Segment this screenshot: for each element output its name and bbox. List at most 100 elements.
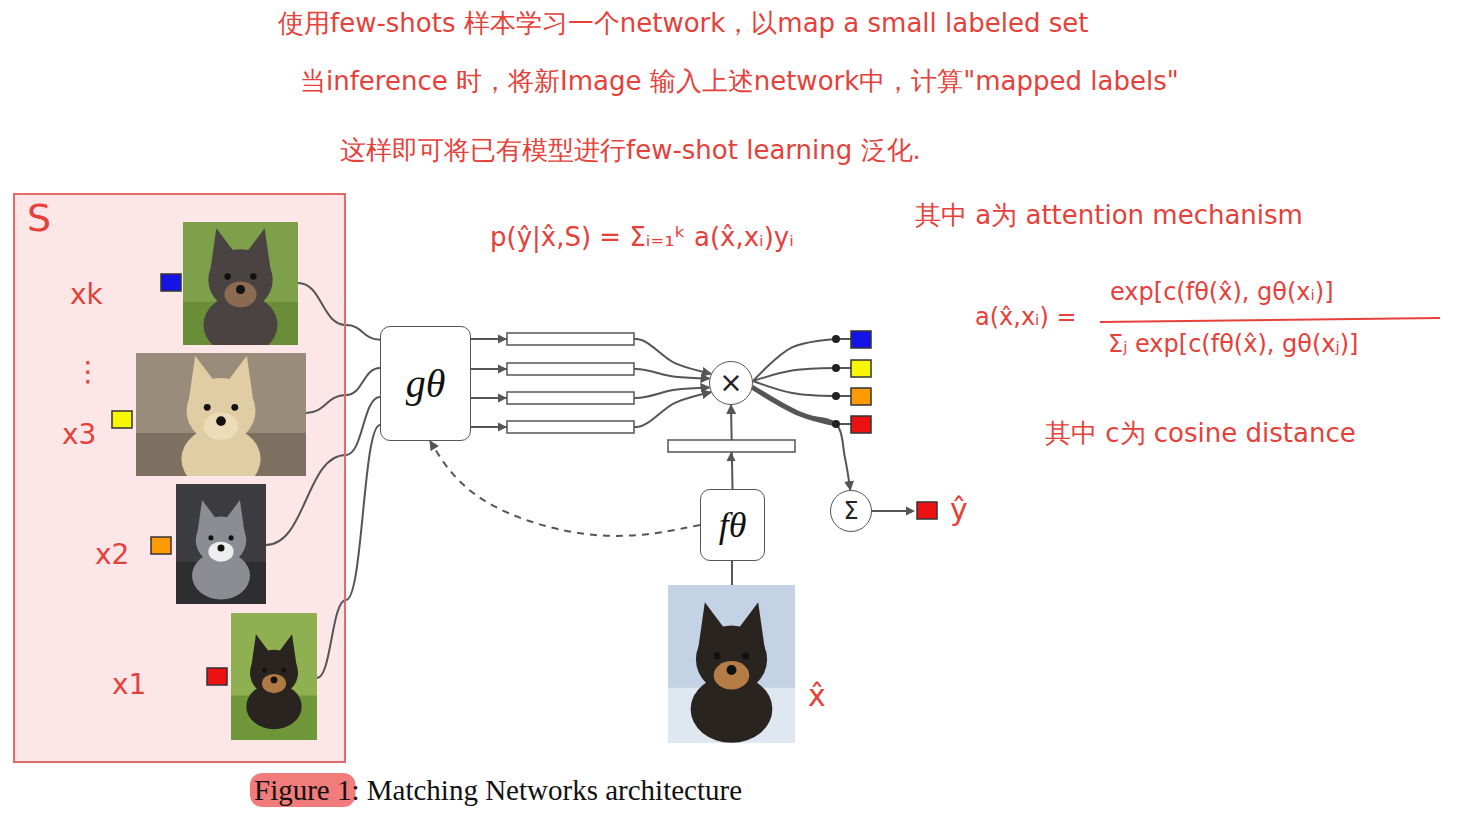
junction-dot — [832, 420, 840, 428]
sample-label: xk — [70, 278, 103, 312]
label-swatch — [851, 416, 871, 433]
fraction-bar — [1100, 318, 1440, 322]
dog-head — [187, 378, 256, 443]
embedding-function-box: gθ — [380, 326, 471, 441]
label-swatch — [851, 388, 871, 405]
dog-head — [250, 650, 298, 696]
dog-eye — [224, 273, 230, 279]
dog-head — [696, 625, 767, 693]
embedding-bar — [507, 392, 634, 404]
attention-wire — [753, 368, 836, 381]
junction-dot — [832, 392, 840, 400]
junction-dot — [832, 335, 840, 343]
output-label: ŷ — [950, 492, 968, 528]
arrowhead — [498, 423, 507, 432]
input-wire — [298, 283, 346, 325]
dog-eye — [281, 668, 286, 673]
dog-eye — [208, 535, 213, 540]
operator-circle: Σ — [830, 490, 872, 532]
photo-background — [668, 585, 795, 743]
connector — [346, 397, 380, 455]
formula: Σⱼ exp[c(fθ(x̂), gθ(xⱼ)] — [1108, 330, 1358, 359]
dog-photo — [136, 353, 306, 476]
dog-eye — [742, 652, 749, 659]
label-swatch — [112, 411, 132, 428]
label-swatch — [851, 360, 871, 377]
dog-photo — [668, 585, 795, 743]
dog-nose — [236, 285, 245, 294]
input-wire — [731, 561, 733, 585]
embedding-bar — [507, 333, 634, 345]
operator-circle: × — [709, 361, 753, 405]
embedding-bar — [507, 363, 634, 375]
connector — [346, 425, 380, 600]
node-label: S — [27, 199, 51, 237]
output-wire — [872, 510, 907, 512]
region-fill — [13, 193, 346, 763]
dog-nose — [216, 416, 226, 426]
handwritten-note: 当inference 时，将新Image 输入上述network中，计算"map… — [300, 66, 1179, 97]
dog-head — [196, 516, 246, 564]
dog-muzzle — [224, 281, 256, 307]
formula: p(ŷ|x̂,S) = Σᵢ₌₁ᵏ a(x̂,xᵢ)yᵢ — [490, 222, 794, 253]
dog-eye — [714, 652, 721, 659]
dog-head — [208, 249, 272, 310]
dog-eye — [262, 668, 267, 673]
dog-muzzle — [262, 674, 286, 693]
handwritten-note: 其中 a为 attention mechanism — [915, 200, 1303, 231]
dog-photo — [183, 222, 298, 345]
node-label: gθ — [406, 364, 446, 404]
sample-label: x3 — [62, 418, 96, 452]
label-swatch — [161, 274, 181, 291]
dog-muzzle — [204, 413, 238, 441]
dog-nose — [727, 665, 737, 675]
node-label: × — [719, 369, 742, 397]
embedding-bar — [507, 421, 634, 433]
label-swatch — [207, 668, 227, 685]
handwritten-note: 其中 c为 cosine distance — [1045, 418, 1356, 449]
support-set-region: S — [13, 193, 346, 763]
dog-muzzle — [714, 661, 750, 689]
output-swatch — [917, 502, 937, 519]
node-label: Σ — [843, 499, 858, 523]
formula: exp[c(fθ(x̂), gθ(xᵢ)] — [1110, 278, 1334, 307]
connector-group — [430, 441, 700, 536]
arrowhead — [498, 365, 507, 374]
caption-highlight — [250, 773, 355, 807]
input-wire — [306, 395, 346, 413]
arrowhead — [498, 335, 507, 344]
input-wire — [266, 455, 346, 545]
sample-label: x1 — [112, 668, 146, 702]
junction-dot — [832, 364, 840, 372]
label-swatch — [851, 331, 871, 348]
dog-eye — [231, 404, 238, 411]
dog-nose — [271, 677, 278, 684]
dog-nose — [217, 544, 224, 551]
dog-photo — [231, 613, 317, 740]
connector-group — [346, 325, 380, 600]
sample-label: ⋮ — [74, 355, 102, 389]
attention-wire — [753, 339, 836, 381]
arrowhead — [727, 452, 736, 461]
handwritten-note: 这样即可将已有模型进行few-shot learning 泛化. — [340, 135, 921, 166]
connector — [346, 325, 380, 340]
arrowhead — [906, 507, 915, 516]
formula: a(x̂,xᵢ) = — [975, 303, 1077, 332]
connector-group — [471, 339, 711, 427]
label-swatch — [151, 537, 171, 554]
sample-label: x2 — [95, 538, 129, 572]
query-label: x̂ — [808, 678, 826, 714]
arrowhead — [498, 394, 507, 403]
dog-muzzle — [208, 542, 233, 562]
photo-background — [176, 484, 266, 604]
embedding-function-box: fθ — [700, 489, 765, 561]
connector — [346, 368, 380, 395]
region-fill-group — [13, 193, 355, 807]
dog-eye — [229, 535, 234, 540]
dog-photo — [176, 484, 266, 604]
input-wire — [317, 600, 346, 678]
dog-eye — [250, 273, 256, 279]
